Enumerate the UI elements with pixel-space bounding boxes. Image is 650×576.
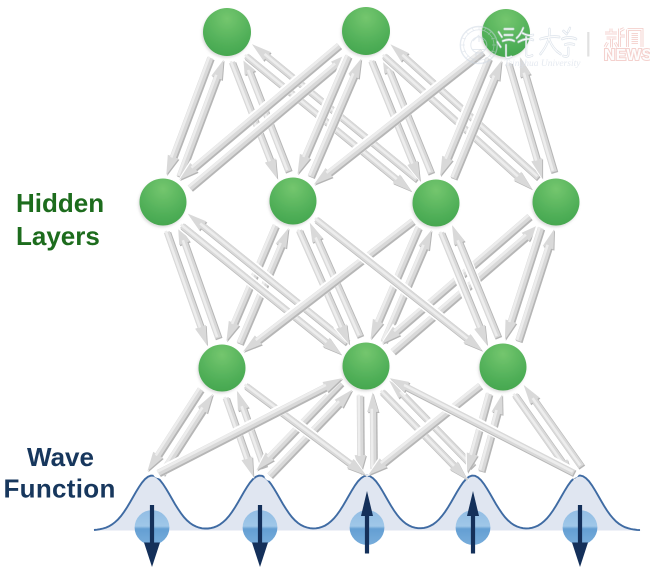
svg-text:Wave: Wave [27,442,94,472]
svg-text:NEWS: NEWS [604,47,650,64]
svg-text:Hidden: Hidden [16,188,104,218]
svg-text:Tsinghua University: Tsinghua University [504,59,581,69]
svg-text:Function: Function [4,474,116,504]
svg-text:Layers: Layers [16,221,100,251]
